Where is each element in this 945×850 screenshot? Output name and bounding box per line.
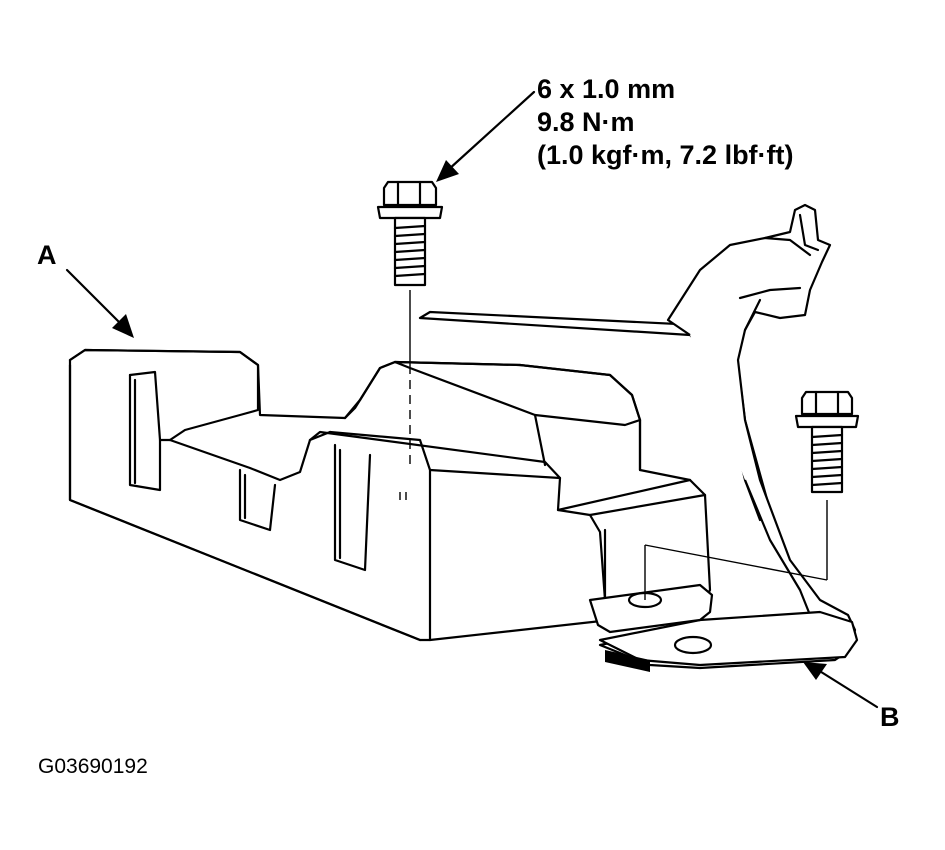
leader-arrow-b bbox=[803, 662, 879, 709]
leader-arrow-a bbox=[65, 268, 134, 338]
callout-label-a: A bbox=[37, 240, 57, 270]
figure-id: G03690192 bbox=[38, 755, 148, 778]
unit-a bbox=[68, 348, 714, 642]
torque-spec-callout: 6 x 1.0 mm 9.8 N·m (1.0 kgf·m, 7.2 lbf·f… bbox=[537, 73, 794, 172]
bolt-top bbox=[376, 180, 444, 287]
bracket-b bbox=[418, 203, 859, 672]
bolt-right bbox=[794, 390, 860, 494]
bolt-centerlines bbox=[409, 290, 828, 600]
callout-label-b: B bbox=[880, 702, 900, 732]
bolt-size-text: 6 x 1.0 mm bbox=[537, 74, 676, 104]
torque-nm-text: 9.8 N·m bbox=[537, 107, 635, 137]
torque-alt-units-text: (1.0 kgf·m, 7.2 lbf·ft) bbox=[537, 140, 794, 170]
leader-arrow-spec bbox=[436, 90, 536, 182]
